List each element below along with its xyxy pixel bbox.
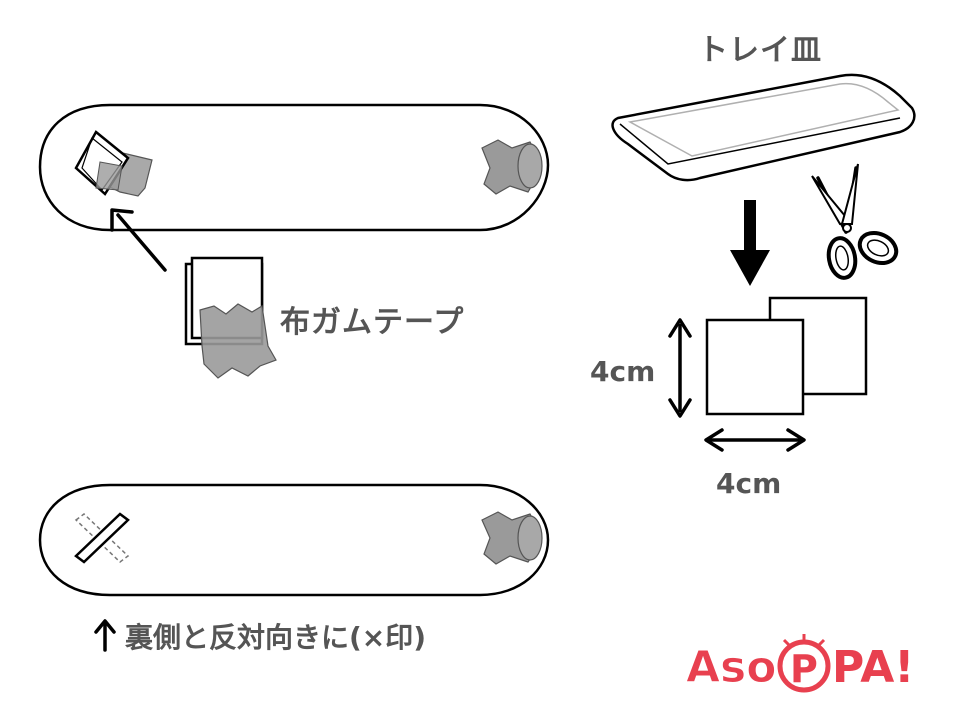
tape-roll <box>184 256 277 379</box>
width-label: 4cm <box>716 467 782 500</box>
tape-label: 布ガムテープ <box>280 305 465 340</box>
band-top-felt-piece <box>74 130 153 197</box>
width-dimension-arrow <box>704 428 806 452</box>
band-bottom-end-tape <box>481 511 543 565</box>
squares-cut <box>705 296 868 416</box>
height-dimension-arrow <box>668 318 692 418</box>
band-top <box>38 103 550 232</box>
svg-text:Aso: Aso <box>686 642 776 693</box>
arrow-tape-to-band <box>110 208 167 272</box>
bottom-instruction-label: 裏側と反対向きに(×印) <box>125 621 427 654</box>
height-label: 4cm <box>590 355 656 388</box>
asoppa-logo: Aso P PA! <box>686 634 914 694</box>
tray-label: トレイ皿 <box>698 33 822 68</box>
cross-mark <box>74 512 130 564</box>
band-top-end-tape <box>481 139 543 195</box>
scissors-icon <box>811 163 899 280</box>
svg-text:PA!: PA! <box>832 642 914 693</box>
tray-dish <box>611 73 916 182</box>
down-arrow-icon <box>730 200 770 286</box>
up-arrow-icon <box>94 619 116 652</box>
svg-text:P: P <box>790 647 818 691</box>
band-bottom <box>38 483 550 597</box>
